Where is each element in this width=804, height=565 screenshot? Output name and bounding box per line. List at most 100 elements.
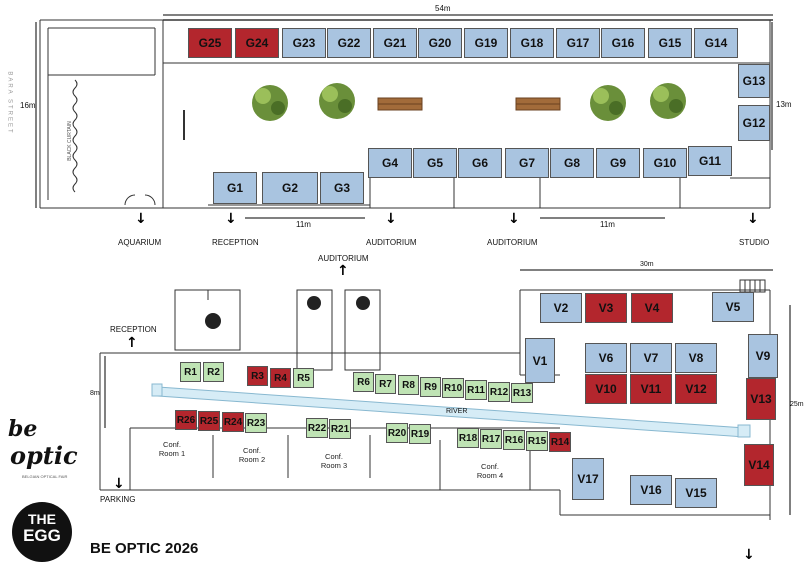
booth-r16[interactable]: R16 [503, 430, 525, 450]
conf-room-2: Conf. Room 2 [238, 446, 266, 464]
booth-v14[interactable]: V14 [744, 444, 774, 486]
booth-v8[interactable]: V8 [675, 343, 717, 373]
booth-g1[interactable]: G1 [213, 172, 257, 204]
booth-r4[interactable]: R4 [270, 368, 291, 388]
booth-r23[interactable]: R23 [245, 413, 267, 433]
exit-arrow-auditorium-2: ↓ [508, 211, 520, 227]
booth-v9[interactable]: V9 [748, 334, 778, 378]
exit-arrow-aquarium: ↓ [135, 211, 147, 227]
booth-g14[interactable]: G14 [694, 28, 738, 58]
booth-g23[interactable]: G23 [282, 28, 326, 58]
restroom-icon [307, 296, 321, 310]
booth-v15[interactable]: V15 [675, 478, 717, 508]
top-height-dimension-right: 13m [776, 100, 792, 109]
booth-r13[interactable]: R13 [511, 383, 533, 403]
booth-v10[interactable]: V10 [585, 374, 627, 404]
booth-r3[interactable]: R3 [247, 366, 268, 386]
booth-r10[interactable]: R10 [442, 378, 464, 398]
booth-g24[interactable]: G24 [235, 28, 279, 58]
booth-v5[interactable]: V5 [712, 292, 754, 322]
egg-line1: THE [28, 511, 56, 527]
egg-line2: EGG [23, 526, 61, 545]
booth-r25[interactable]: R25 [198, 411, 220, 431]
exit-arrow-studio: ↓ [747, 211, 759, 227]
booth-g16[interactable]: G16 [601, 28, 645, 58]
booth-r11[interactable]: R11 [465, 380, 487, 400]
exit-arrow-bottom-right: ↓ [743, 547, 755, 563]
logo-be: be [8, 416, 38, 442]
booth-g4[interactable]: G4 [368, 148, 412, 178]
trees [252, 83, 686, 121]
river-label: RIVER [446, 408, 468, 415]
logo-optic: optic [10, 441, 78, 470]
booth-r9[interactable]: R9 [420, 377, 441, 397]
booth-v16[interactable]: V16 [630, 475, 672, 505]
exit-reception: RECEPTION [212, 238, 259, 247]
booth-v1[interactable]: V1 [525, 338, 555, 383]
booth-v12[interactable]: V12 [675, 374, 717, 404]
booth-r12[interactable]: R12 [488, 382, 510, 402]
booth-v17[interactable]: V17 [572, 458, 604, 500]
booth-g22[interactable]: G22 [327, 28, 371, 58]
booth-r20[interactable]: R20 [386, 423, 408, 443]
booth-v11[interactable]: V11 [630, 374, 672, 404]
booth-g7[interactable]: G7 [505, 148, 549, 178]
booth-g20[interactable]: G20 [418, 28, 462, 58]
booth-v2[interactable]: V2 [540, 293, 582, 323]
booth-r26[interactable]: R26 [175, 410, 197, 430]
booth-r7[interactable]: R7 [375, 374, 396, 394]
exit-arrow-auditorium-1: ↓ [385, 211, 397, 227]
the-egg-logo [12, 502, 72, 562]
booth-r14[interactable]: R14 [549, 432, 571, 452]
booth-r22[interactable]: R22 [306, 418, 328, 438]
booth-r17[interactable]: R17 [480, 429, 502, 449]
booth-g11[interactable]: G11 [688, 146, 732, 176]
booth-v7[interactable]: V7 [630, 343, 672, 373]
booth-r5[interactable]: R5 [293, 368, 314, 388]
booth-v6[interactable]: V6 [585, 343, 627, 373]
booth-g6[interactable]: G6 [458, 148, 502, 178]
booth-r21[interactable]: R21 [329, 419, 351, 439]
exit-reception-bottom: RECEPTION [110, 325, 157, 334]
booth-g15[interactable]: G15 [648, 28, 692, 58]
booth-g9[interactable]: G9 [596, 148, 640, 178]
booth-r18[interactable]: R18 [457, 428, 479, 448]
exit-auditorium-2: AUDITORIUM [487, 238, 538, 247]
booth-v13[interactable]: V13 [746, 378, 776, 420]
exit-auditorium-bottom: AUDITORIUM [318, 254, 369, 263]
booth-r24[interactable]: R24 [222, 412, 244, 432]
booth-g3[interactable]: G3 [320, 172, 364, 204]
booth-r15[interactable]: R15 [526, 431, 548, 451]
booth-v3[interactable]: V3 [585, 293, 627, 323]
booth-g12[interactable]: G12 [738, 105, 770, 141]
booth-g19[interactable]: G19 [464, 28, 508, 58]
event-title: BE OPTIC 2026 [90, 540, 199, 557]
exit-studio: STUDIO [739, 238, 770, 247]
exit-arrow-parking: ↓ [113, 476, 125, 492]
top-height-dimension-left: 16m [20, 101, 36, 110]
booth-g17[interactable]: G17 [556, 28, 600, 58]
booth-g8[interactable]: G8 [550, 148, 594, 178]
booth-g2[interactable]: G2 [262, 172, 318, 204]
booth-r1[interactable]: R1 [180, 362, 201, 382]
booth-g18[interactable]: G18 [510, 28, 554, 58]
top-width-dimension: 54m [435, 4, 451, 13]
booth-g5[interactable]: G5 [413, 148, 457, 178]
exit-arrow-auditorium-bottom: ↑ [337, 263, 349, 279]
booth-g25[interactable]: G25 [188, 28, 232, 58]
bottom-height-dimension-right: 25m [790, 401, 804, 408]
booth-r2[interactable]: R2 [203, 362, 224, 382]
booth-g13[interactable]: G13 [738, 64, 770, 98]
be-optic-logo: be optic BELGIAN OPTICAL FAIR [8, 418, 88, 488]
booth-g21[interactable]: G21 [373, 28, 417, 58]
booth-r8[interactable]: R8 [398, 375, 419, 395]
booth-r19[interactable]: R19 [409, 424, 431, 444]
exit-parking: PARKING [100, 495, 136, 504]
bottom-width-dimension: 30m [640, 261, 654, 268]
booth-g10[interactable]: G10 [643, 148, 687, 178]
booth-r6[interactable]: R6 [353, 372, 374, 392]
booth-v4[interactable]: V4 [631, 293, 673, 323]
conf-room-3: Conf. Room 3 [320, 452, 348, 470]
